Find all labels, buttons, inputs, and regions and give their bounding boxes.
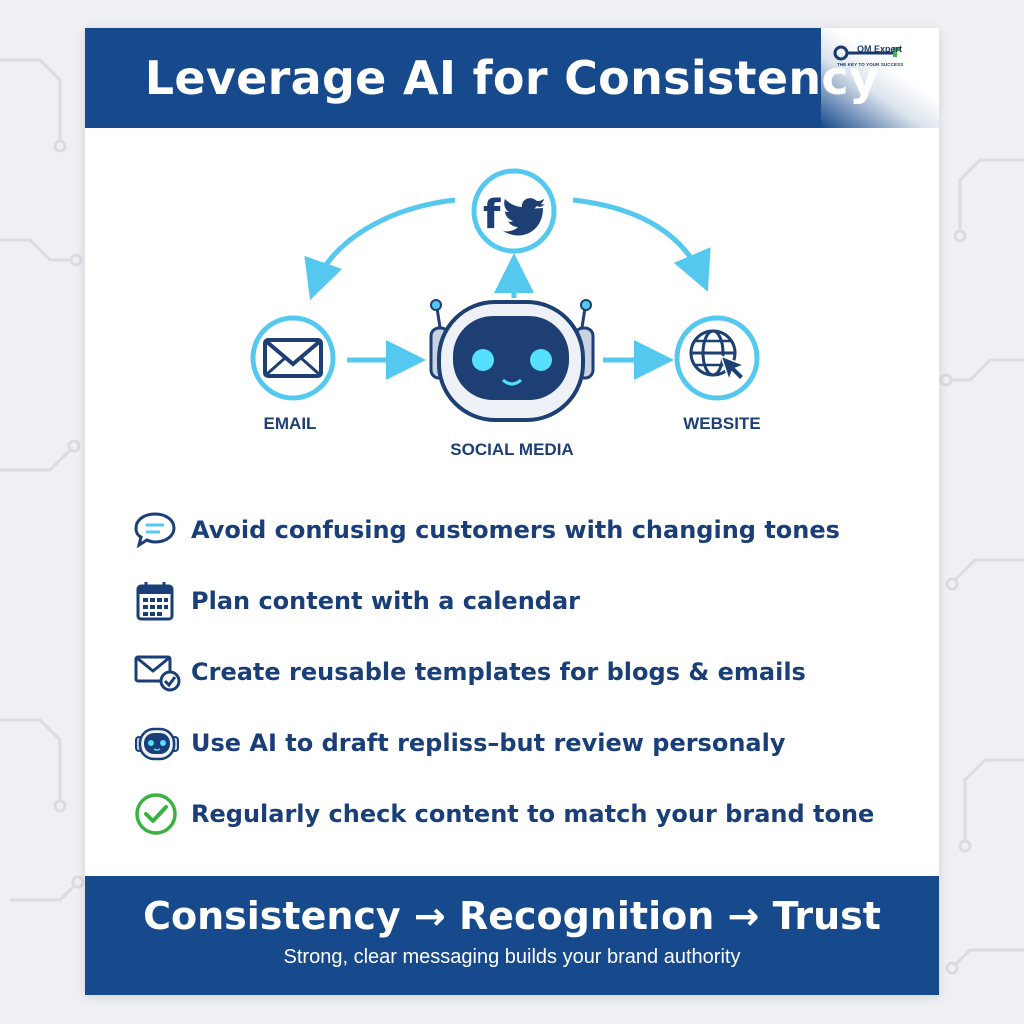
svg-text:f: f — [483, 192, 501, 238]
list-item: Avoid confusing customers with changing … — [133, 494, 923, 565]
email-label: EMAIL — [263, 414, 317, 433]
robot-node — [429, 299, 595, 422]
facebook-twitter-icon: f — [483, 192, 545, 238]
tip-text: Plan content with a calendar — [191, 586, 581, 615]
chat-bubble-icon — [133, 506, 181, 554]
tip-text: Create reusable templates for blogs & em… — [191, 657, 806, 686]
title-banner: Leverage AI for Consistency OM Expert TH… — [85, 28, 939, 128]
social-media-label: SOCIAL MEDIA — [450, 440, 574, 459]
social-node: f — [471, 168, 557, 254]
footer-headline: Consistency → Recognition → Trust — [143, 894, 881, 938]
logo-brand-text: OM Expert — [857, 44, 903, 54]
website-label: WEBSITE — [683, 414, 761, 433]
arrow-curve-left — [304, 197, 456, 301]
envelope-check-icon — [133, 648, 181, 696]
envelope-icon — [263, 338, 323, 378]
robot-icon — [133, 719, 181, 767]
tip-text: Regularly check content to match your br… — [191, 799, 875, 828]
footer-banner: Consistency → Recognition → Trust Strong… — [85, 876, 939, 995]
channel-diagram: f — [85, 128, 939, 468]
list-item: Use AI to draft repliss–but review perso… — [133, 707, 923, 778]
check-circle-icon — [133, 790, 181, 838]
tip-text: Avoid confusing customers with changing … — [191, 515, 840, 544]
arrow-curve-right — [572, 197, 711, 292]
logo-tagline: THE KEY TO YOUR SUCCESS — [837, 62, 904, 67]
globe-cursor-icon — [689, 329, 747, 383]
diagram-graphic: f — [250, 168, 760, 422]
website-node — [674, 315, 760, 401]
tip-text: Use AI to draft repliss–but review perso… — [191, 728, 786, 757]
list-item: Create reusable templates for blogs & em… — [133, 636, 923, 707]
calendar-icon — [133, 577, 181, 625]
email-node — [250, 315, 336, 401]
tips-list: Avoid confusing customers with changing … — [133, 494, 923, 849]
list-item: Plan content with a calendar — [133, 565, 923, 636]
page-title: Leverage AI for Consistency — [144, 51, 880, 105]
list-item: Regularly check content to match your br… — [133, 778, 923, 849]
infographic-card: Leverage AI for Consistency OM Expert TH… — [85, 28, 939, 995]
brand-logo: OM Expert THE KEY TO YOUR SUCCESS — [821, 28, 939, 128]
footer-subline: Strong, clear messaging builds your bran… — [283, 946, 741, 968]
key-icon — [833, 45, 901, 61]
